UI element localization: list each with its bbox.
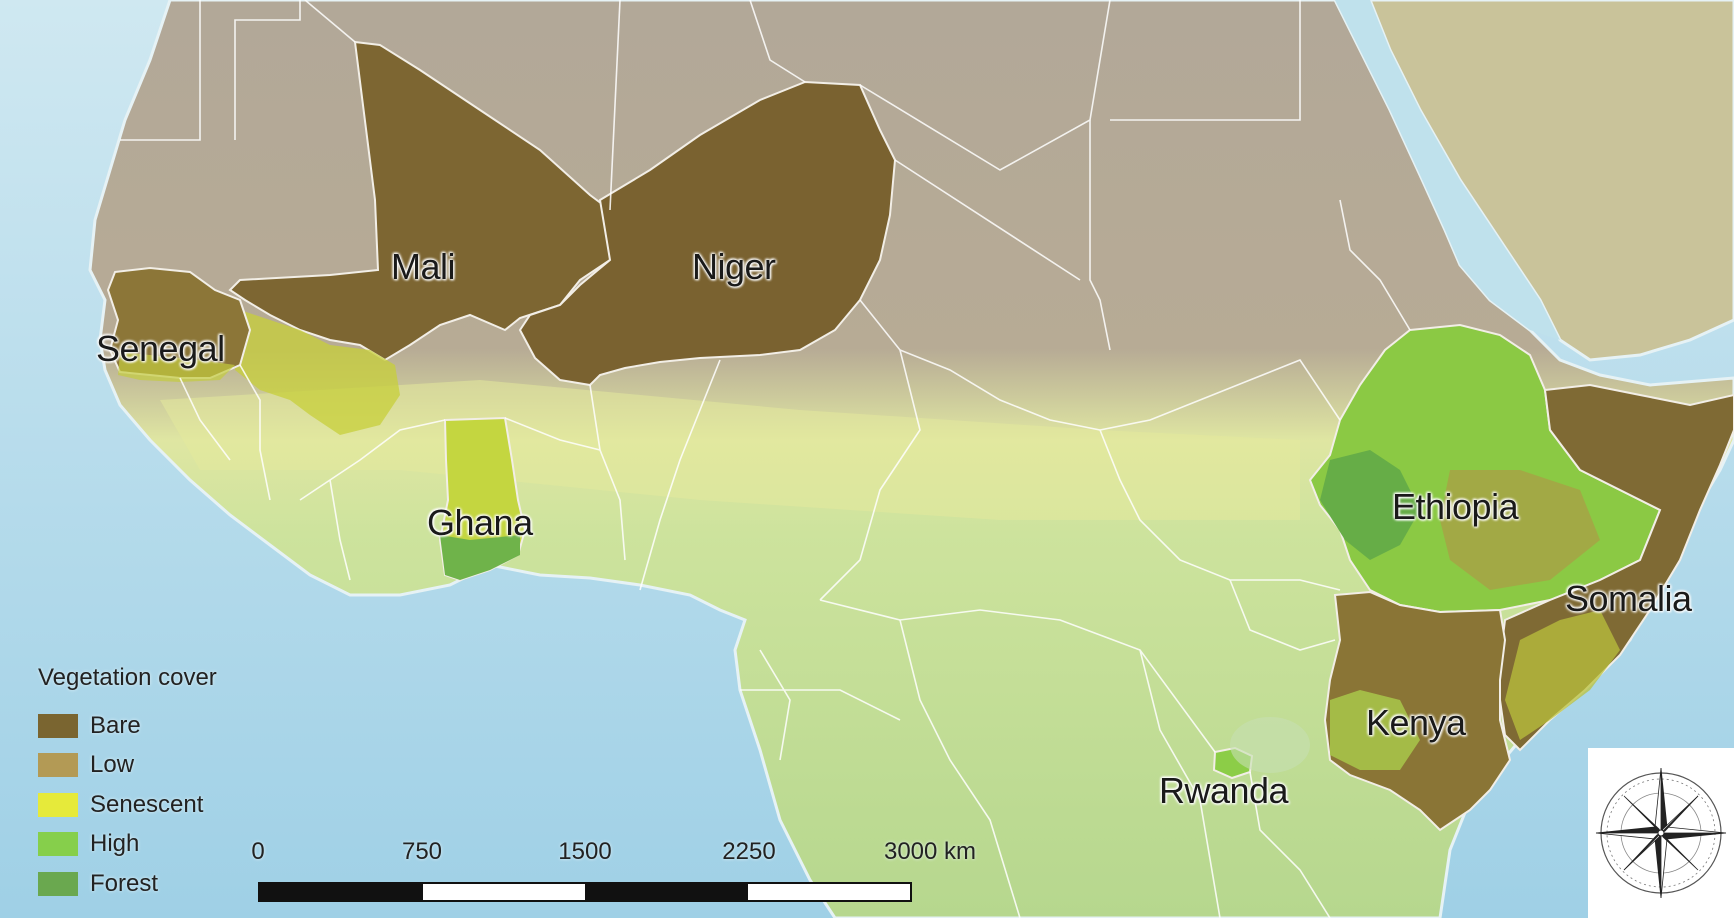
- scale-tick: 3000 km: [883, 838, 977, 865]
- scale-tick: 0: [251, 838, 265, 865]
- senegal-green-patch: [118, 352, 235, 382]
- mali-green-patch: [235, 310, 400, 435]
- label-kenya: Kenya: [1366, 702, 1466, 743]
- scale-tick: 1500: [558, 838, 612, 865]
- label-ethiopia: Ethiopia: [1392, 486, 1519, 527]
- somalia-green-patch: [1505, 610, 1620, 740]
- legend-label: Senescent: [90, 790, 204, 818]
- legend-title: Vegetation cover: [38, 664, 217, 691]
- scale-bar: 0 750 1500 2250 3000 km: [240, 838, 980, 908]
- legend-item-bare: Bare: [38, 706, 238, 746]
- legend-item-low: Low: [38, 746, 238, 786]
- region-kenya: [1323, 590, 1512, 832]
- legend-label: High: [90, 830, 140, 858]
- legend-item-high: High: [38, 825, 238, 865]
- national-borders: [120, 0, 1411, 918]
- legend: Vegetation cover Bare Low Senescent High…: [38, 664, 238, 904]
- scale-tick: 750: [401, 838, 443, 865]
- legend-swatch: [38, 713, 78, 738]
- legend-item-senescent: Senescent: [38, 785, 238, 825]
- red-sea: [1335, 0, 1560, 340]
- savanna-belt: [160, 380, 1300, 520]
- label-ghana: Ghana: [427, 502, 533, 543]
- scale-bar-graphic: [258, 882, 912, 902]
- region-niger: [518, 80, 897, 387]
- label-senegal: Senegal: [96, 328, 225, 369]
- legend-swatch: [38, 832, 78, 857]
- region-mali: [228, 40, 611, 362]
- label-niger: Niger: [692, 246, 776, 287]
- scale-tick: 2250: [722, 838, 776, 865]
- legend-item-forest: Forest: [38, 864, 238, 904]
- legend-label: Forest: [90, 869, 159, 897]
- label-somalia: Somalia: [1565, 578, 1692, 619]
- legend-swatch: [38, 871, 78, 896]
- ghana-forest-patch: [440, 535, 520, 580]
- legend-label: Bare: [90, 711, 141, 739]
- compass-rose-icon: [1588, 748, 1734, 918]
- label-rwanda: Rwanda: [1159, 770, 1289, 811]
- ethiopia-forest-patch: [1320, 450, 1420, 560]
- lake-victoria: [1230, 717, 1310, 773]
- legend-swatch: [38, 753, 78, 778]
- legend-swatch: [38, 792, 78, 817]
- ethiopia-low-patch: [1440, 470, 1600, 590]
- kenya-green-patch: [1330, 690, 1420, 770]
- legend-label: Low: [90, 751, 135, 779]
- label-mali: Mali: [391, 246, 456, 287]
